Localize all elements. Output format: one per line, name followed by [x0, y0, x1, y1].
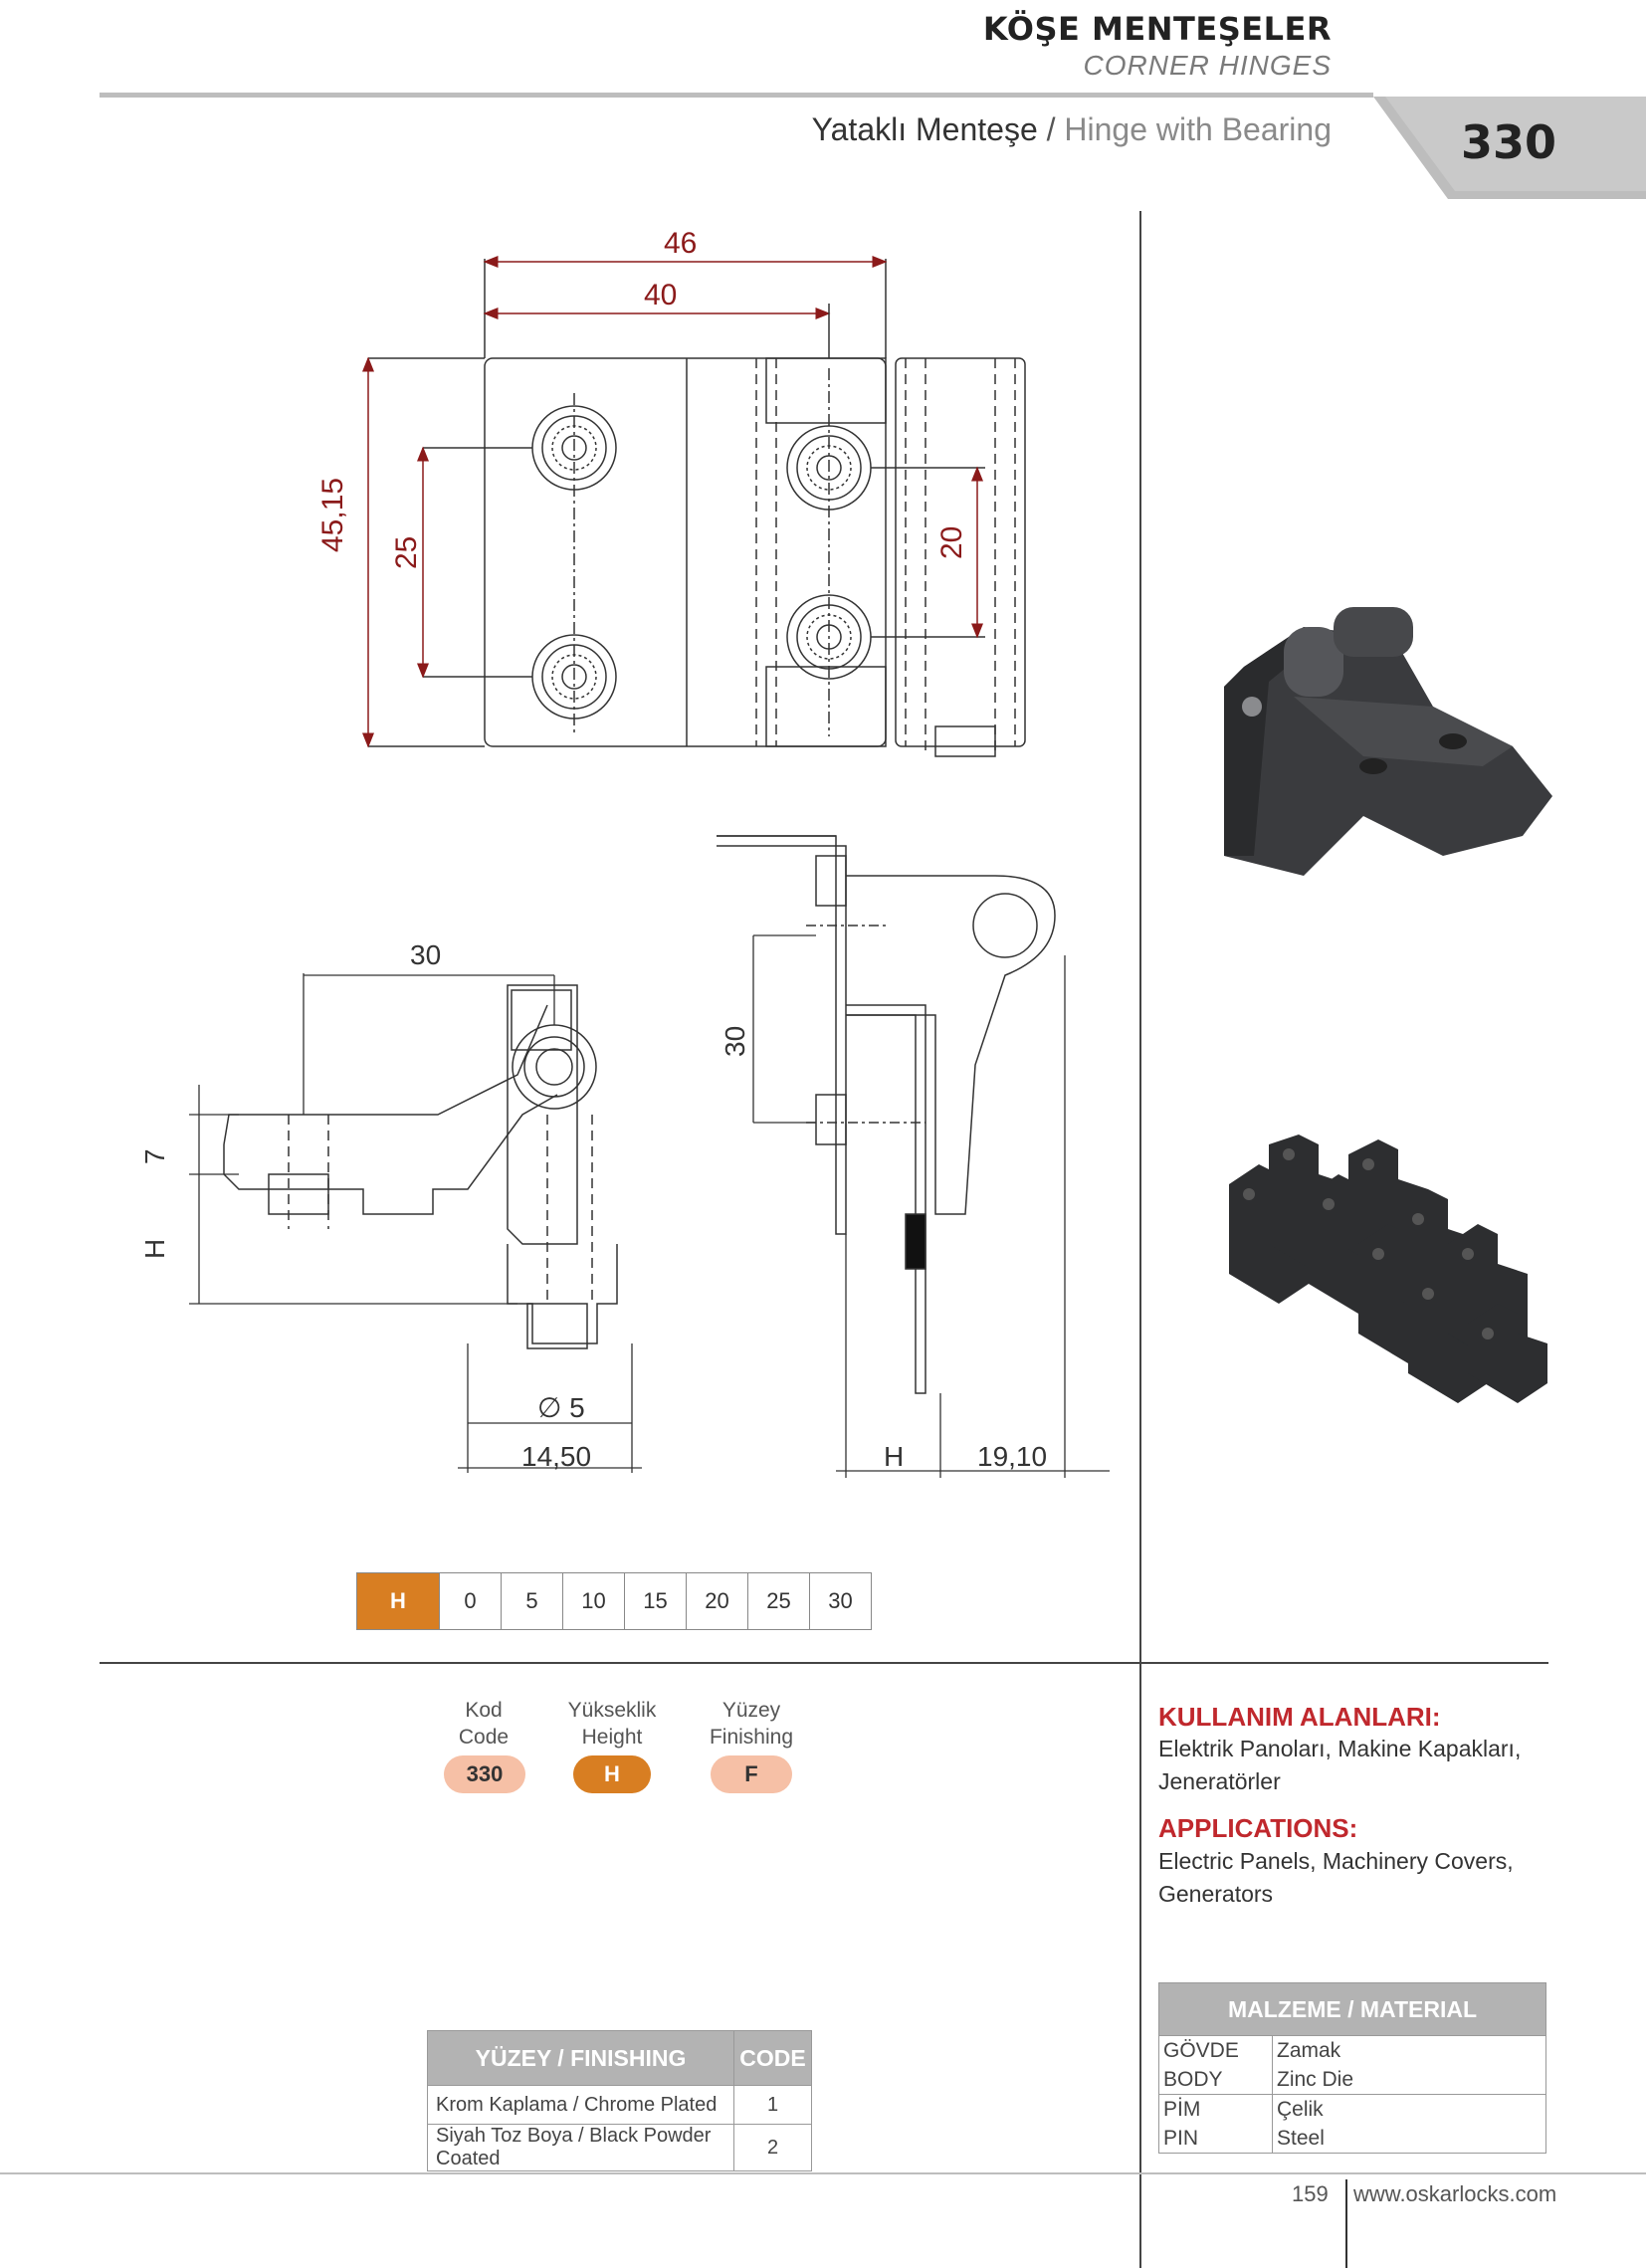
height-label: Yükseklik Height [552, 1697, 672, 1751]
dim-30-top: 30 [410, 939, 442, 970]
material-tr: Çelik [1277, 2098, 1324, 2121]
finish-pill: F [711, 1755, 792, 1793]
dim-14-50: 14,50 [521, 1441, 592, 1472]
finishing-name: Krom Kaplama / Chrome Plated [427, 2085, 734, 2125]
subtitle-separator: / [1037, 111, 1065, 147]
dim-h-right: H [884, 1441, 905, 1472]
dim-46: 46 [664, 227, 698, 260]
finishing-name: Siyah Toz Boya / Black Powder Coated [427, 2124, 734, 2171]
code-label-en: Code [458, 1726, 510, 1749]
part-en: BODY [1163, 2068, 1223, 2091]
product-image-hinge-set [1229, 1134, 1547, 1403]
section-divider [100, 1662, 1548, 1664]
product-image-hinge [1224, 607, 1552, 876]
page-code-tab [1373, 97, 1646, 199]
usage-heading-tr: KULLANIM ALANLARI: [1158, 1702, 1441, 1732]
finishing-table: YÜZEY / FINISHING CODE Krom Kaplama / Ch… [427, 2030, 812, 2171]
height-option: 30 [809, 1572, 872, 1630]
dim-25: 25 [390, 535, 423, 569]
material-en: Zinc Die [1277, 2068, 1354, 2091]
table-row: Siyah Toz Boya / Black Powder Coated 2 [427, 2124, 812, 2171]
height-option: 25 [747, 1572, 810, 1630]
part-tr: GÖVDE [1163, 2039, 1239, 2062]
dim-h-left: H [139, 1238, 170, 1259]
material-header: MALZEME / MATERIAL [1158, 1982, 1546, 2036]
code-label-tr: Kod [465, 1699, 503, 1722]
height-label-en: Height [581, 1726, 643, 1749]
height-label-tr: Yükseklik [567, 1699, 657, 1722]
footer-website[interactable]: www.oskarlocks.com [1353, 2181, 1557, 2206]
height-option: 20 [686, 1572, 748, 1630]
finish-label-tr: Yüzey [721, 1699, 781, 1722]
material-part: PİM PIN [1158, 2094, 1273, 2154]
finishing-code: 2 [733, 2124, 812, 2171]
subtitle-en: Hinge with Bearing [1064, 111, 1332, 147]
footer-separator [1345, 2179, 1347, 2268]
material-value: Çelik Steel [1272, 2094, 1546, 2154]
height-option: 15 [624, 1572, 687, 1630]
height-options-table: H 0 5 10 15 20 25 30 [356, 1572, 872, 1630]
dim-20: 20 [935, 525, 968, 559]
table-row: Krom Kaplama / Chrome Plated 1 [427, 2085, 812, 2125]
usage-text-en-2: Generators [1158, 1881, 1274, 1907]
dim-diameter-5: ∅ 5 [537, 1392, 585, 1423]
usage-text-en-1: Electric Panels, Machinery Covers, [1158, 1848, 1514, 1874]
section-title-en: CORNER HINGES [1083, 50, 1332, 81]
technical-drawing [189, 256, 1110, 1478]
finish-label-en: Finishing [709, 1726, 794, 1749]
code-pill: 330 [444, 1755, 525, 1793]
section-title-tr: KÖŞE MENTEŞELER [982, 10, 1332, 48]
dim-40: 40 [644, 279, 678, 311]
dim-45-15: 45,15 [316, 477, 349, 552]
height-option: 10 [562, 1572, 625, 1630]
table-row: GÖVDE BODY Zamak Zinc Die [1158, 2035, 1546, 2095]
dim-30-side: 30 [720, 1025, 750, 1057]
height-option: 5 [501, 1572, 563, 1630]
dim-7: 7 [139, 1148, 170, 1164]
material-value: Zamak Zinc Die [1272, 2035, 1546, 2095]
finishing-header-name: YÜZEY / FINISHING [427, 2030, 734, 2086]
part-en: PIN [1163, 2127, 1199, 2150]
page-code: 330 [1461, 115, 1557, 169]
material-table: MALZEME / MATERIAL GÖVDE BODY Zamak Zinc… [1158, 1982, 1546, 2154]
height-pill: H [573, 1755, 651, 1793]
code-label: Kod Code [434, 1697, 533, 1751]
usage-text-tr-2: Jeneratörler [1158, 1768, 1281, 1794]
footer-page-number: 159 [1292, 2181, 1329, 2206]
subtitle-tr: Yataklı Menteşe [811, 111, 1038, 147]
finishing-header-code: CODE [733, 2030, 812, 2086]
header-divider [100, 93, 1373, 98]
usage-heading-en: APPLICATIONS: [1158, 1813, 1358, 1843]
table-row: PİM PIN Çelik Steel [1158, 2094, 1546, 2154]
material-en: Steel [1277, 2127, 1325, 2150]
product-subtitle: Yataklı Menteşe / Hinge with Bearing [812, 111, 1332, 148]
finish-label: Yüzey Finishing [697, 1697, 806, 1751]
height-header: H [356, 1572, 440, 1630]
column-divider [1139, 211, 1141, 2268]
height-option: 0 [439, 1572, 502, 1630]
dim-19-10: 19,10 [977, 1441, 1048, 1472]
finishing-code: 1 [733, 2085, 812, 2125]
usage-text-tr-1: Elektrik Panoları, Makine Kapakları, [1158, 1736, 1522, 1761]
material-part: GÖVDE BODY [1158, 2035, 1273, 2095]
material-tr: Zamak [1277, 2039, 1341, 2062]
part-tr: PİM [1163, 2098, 1201, 2121]
footer-divider [0, 2172, 1646, 2174]
